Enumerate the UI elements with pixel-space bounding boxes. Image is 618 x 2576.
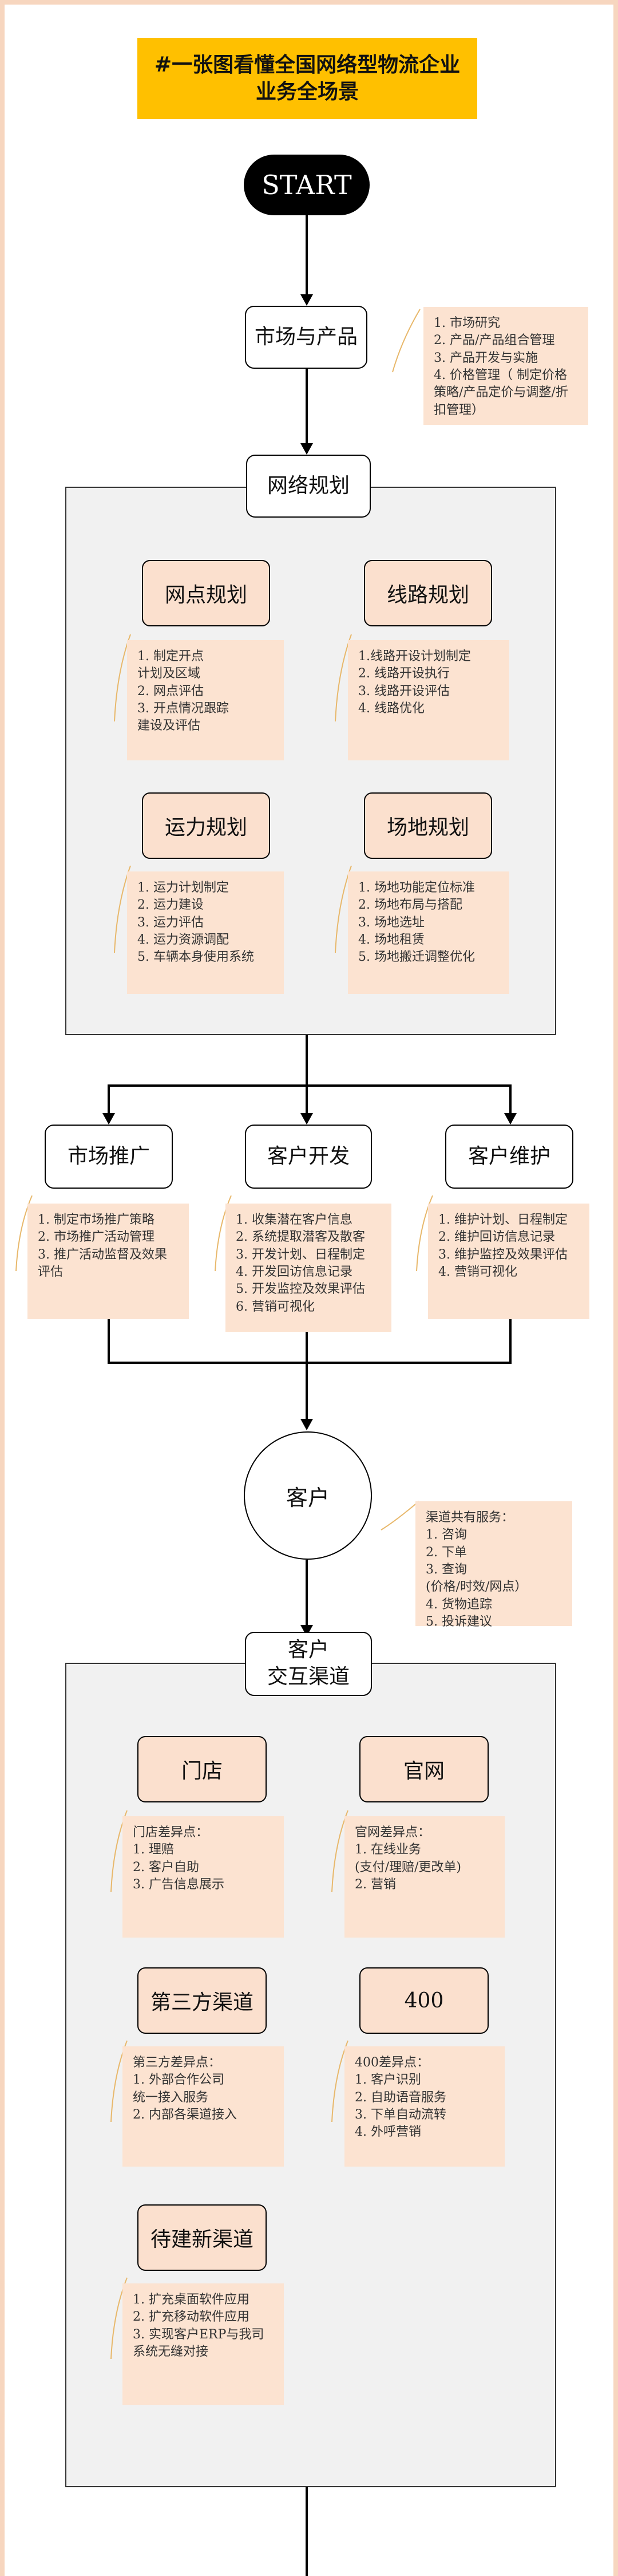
- third-party-channel-note: 第三方差异点： 1. 外部合作公司 统一接入服务 2. 内部各渠道接入: [122, 2046, 284, 2167]
- store-channel-note: 门店差异点： 1. 理赔 2. 客户自助 3. 广告信息展示: [122, 1816, 284, 1938]
- connector-line: [306, 215, 308, 295]
- connector-line: [306, 369, 308, 444]
- connector-line: [306, 1084, 308, 1114]
- connector-line: [509, 1084, 512, 1114]
- arrow-head: [504, 1113, 517, 1125]
- customer-node: 客户: [244, 1431, 372, 1560]
- connector-line: [306, 2487, 308, 2576]
- arrow-head: [102, 1113, 115, 1125]
- site-planning-node: 场地规划: [364, 792, 492, 859]
- leader-line: [15, 1195, 33, 1272]
- store-channel-node: 门店: [137, 1736, 267, 1802]
- leader-line: [381, 1501, 419, 1530]
- page-title: #一张图看懂全国网络型物流企业 业务全场景: [137, 38, 477, 119]
- arrow-head: [300, 1419, 313, 1430]
- connector-line: [108, 1362, 512, 1364]
- leader-line: [416, 1195, 433, 1272]
- market-product-note: 1. 市场研究 2. 产品/产品组合管理 3. 产品开发与实施 4. 价格管理（…: [423, 307, 588, 425]
- connector-line: [306, 1035, 308, 1087]
- route-planning-note: 1.线路开设计划制定 2. 线路开设执行 3. 线路开设评估 4. 线路优化: [348, 640, 509, 760]
- connector-line: [306, 1560, 308, 1626]
- hotline-400-channel-node: 400: [359, 1967, 489, 2034]
- outlet-planning-note: 1. 制定开点 计划及区域 2. 网点评估 3. 开点情况跟踪 建设及评估: [127, 640, 284, 760]
- diagram-canvas: #一张图看懂全国网络型物流企业 业务全场景 START 市场与产品 1. 市场研…: [5, 5, 613, 2576]
- new-channel-node: 待建新渠道: [137, 2204, 267, 2271]
- arrow-head: [300, 1113, 313, 1125]
- connector-line: [509, 1319, 512, 1364]
- website-channel-node: 官网: [359, 1736, 489, 1802]
- connector-line: [108, 1084, 512, 1087]
- third-party-channel-node: 第三方渠道: [137, 1967, 267, 2034]
- customer-maintenance-node: 客户维护: [445, 1125, 573, 1189]
- customer-development-node: 客户开发: [245, 1125, 372, 1189]
- market-promotion-note: 1. 制定市场推广策略 2. 市场推广活动管理 3. 推广活动监督及效果评估: [27, 1204, 189, 1319]
- connector-line: [108, 1084, 110, 1114]
- market-product-node: 市场与产品: [245, 306, 367, 369]
- customer-development-note: 1. 收集潜在客户信息 2. 系统提取潜客及散客 3. 开发计划、日程制定 4.…: [225, 1204, 391, 1332]
- arrow-head: [300, 443, 313, 455]
- market-promotion-node: 市场推广: [45, 1125, 173, 1189]
- leader-line: [215, 1195, 232, 1272]
- new-channel-note: 1. 扩充桌面软件应用 2. 扩充移动软件应用 3. 实现客户ERP与我司 系统…: [122, 2283, 284, 2405]
- capacity-planning-node: 运力规划: [142, 792, 270, 859]
- connector-line: [306, 1332, 308, 1420]
- arrow-head: [300, 294, 313, 306]
- customer-shared-services-note: 渠道共有服务： 1. 咨询 2. 下单 3. 查询 (价格/时效/网点） 4. …: [415, 1501, 572, 1629]
- outlet-planning-node: 网点规划: [142, 560, 270, 626]
- site-planning-note: 1. 场地功能定位标准 2. 场地布局与搭配 3. 场地选址 4. 场地租赁 5…: [348, 871, 509, 994]
- route-planning-node: 线路规划: [364, 560, 492, 626]
- customer-maintenance-note: 1. 维护计划、日程制定 2. 维护回访信息记录 3. 维护监控及效果评估 4.…: [428, 1204, 589, 1319]
- start-node: START: [244, 155, 370, 215]
- network-planning-node: 网络规划: [246, 455, 371, 518]
- connector-line: [108, 1319, 110, 1364]
- leader-line: [392, 309, 421, 373]
- interaction-channels-node: 客户 交互渠道: [245, 1632, 372, 1696]
- capacity-planning-note: 1. 运力计划制定 2. 运力建设 3. 运力评估 4. 运力资源调配 5. 车…: [127, 871, 284, 994]
- hotline-400-channel-note: 400差异点： 1. 客户识别 2. 自助语音服务 3. 下单自动流转 4. 外…: [344, 2046, 505, 2167]
- website-channel-note: 官网差异点： 1. 在线业务 (支付/理赔/更改单) 2. 营销: [344, 1816, 505, 1938]
